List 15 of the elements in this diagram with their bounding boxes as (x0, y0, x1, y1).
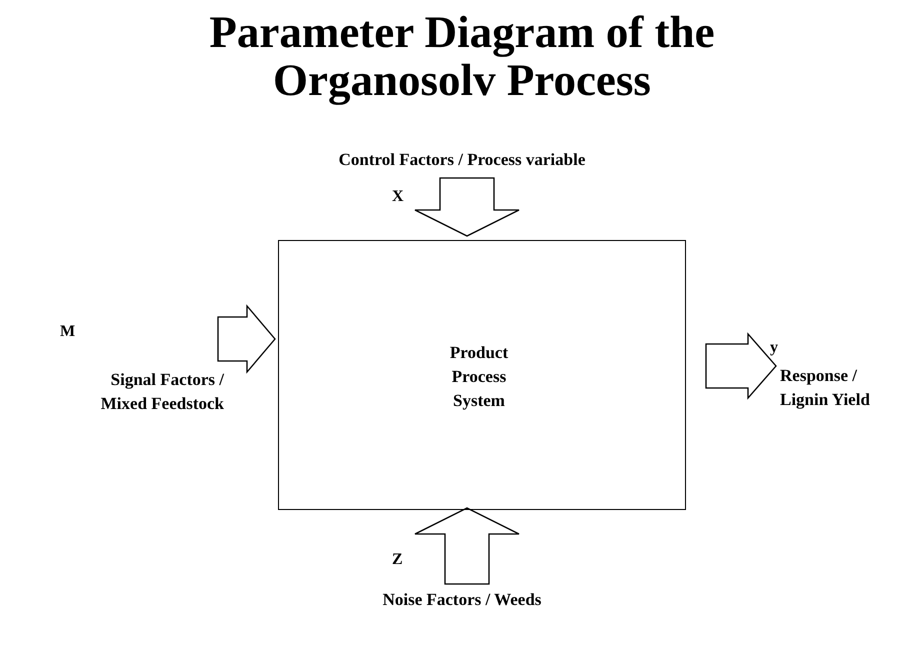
variable-symbol: y (770, 338, 778, 358)
factor-label: Noise Factors / Weeds (382, 589, 542, 611)
block-arrow (414, 177, 520, 237)
factor-label: Signal Factors / Mixed Feedstock (100, 369, 224, 415)
diagram-title: Parameter Diagram of the Organosolv Process (208, 8, 716, 104)
block-arrow (414, 507, 520, 585)
variable-symbol: X (392, 187, 404, 207)
factor-label: Control Factors / Process variable (338, 149, 586, 171)
block-arrow (217, 304, 276, 374)
block-arrow (705, 332, 777, 400)
box-label: Product Process System (448, 342, 510, 412)
variable-symbol: Z (392, 550, 403, 570)
system-box (278, 240, 686, 510)
variable-symbol: M (60, 322, 76, 342)
factor-label: Response / Lignin Yield (780, 365, 871, 411)
